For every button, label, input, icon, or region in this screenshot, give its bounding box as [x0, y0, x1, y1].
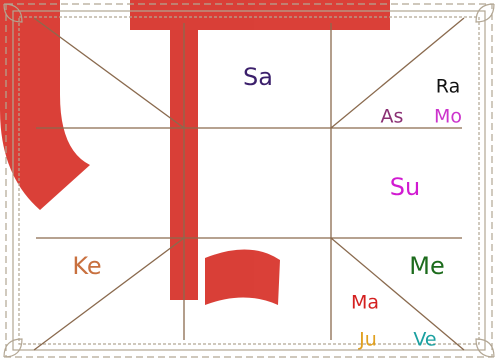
planet-label: Mo	[434, 108, 462, 127]
planet-label: Ke	[72, 254, 101, 278]
planet-label: Ma	[351, 294, 379, 313]
planet-label: Me	[409, 254, 444, 278]
ornamental-border	[4, 4, 494, 357]
planet-label: As	[381, 108, 404, 127]
planet-label: Ra	[436, 78, 460, 97]
planet-label: Su	[390, 175, 420, 199]
planet-label: Sa	[243, 65, 273, 89]
planet-label: Ju	[359, 331, 377, 350]
planet-label: Ve	[413, 331, 436, 350]
